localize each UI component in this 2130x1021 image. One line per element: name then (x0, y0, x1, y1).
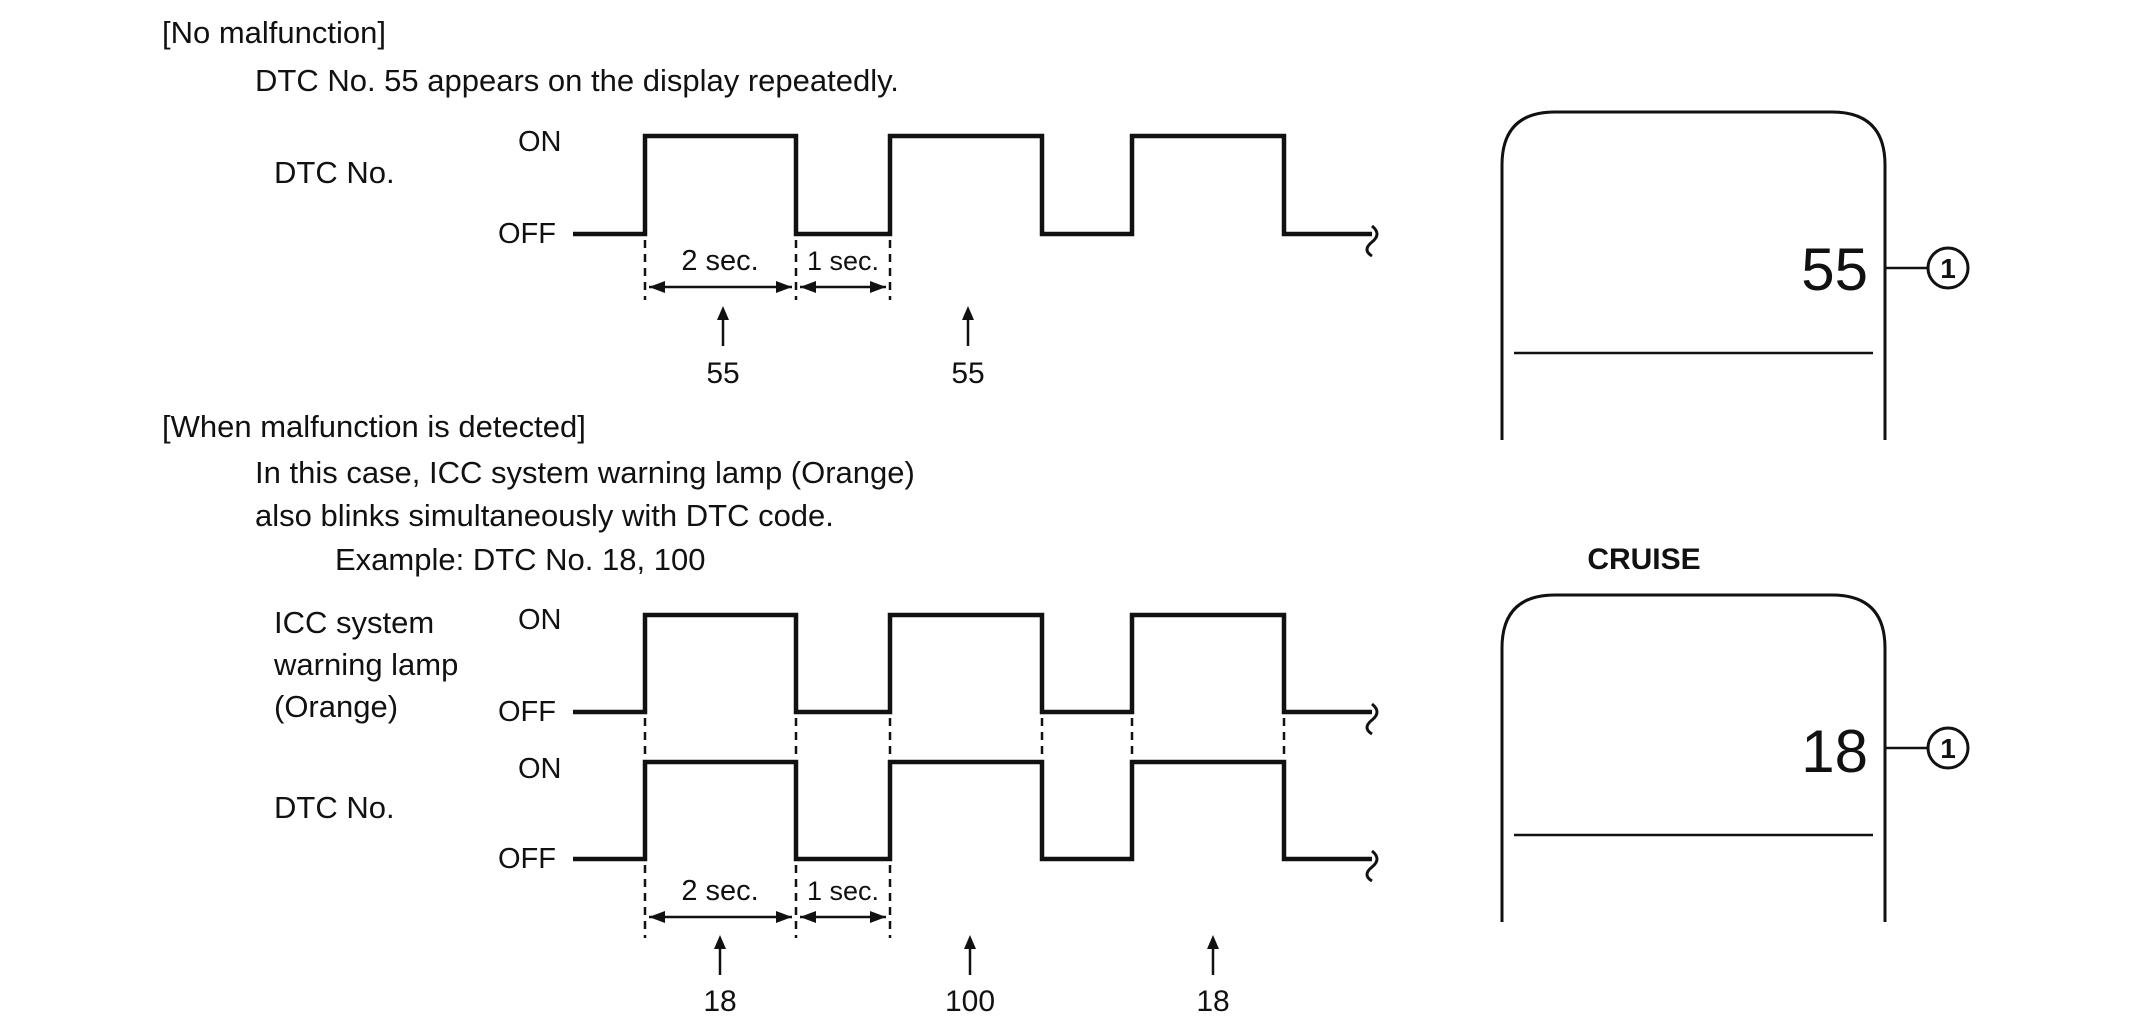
code-markers-bottom (714, 935, 1219, 975)
off-label-top: OFF (498, 218, 556, 250)
break-mark-lamp (1365, 702, 1379, 736)
code-label: 55 (706, 357, 739, 390)
no-malfunction-heading: [No malfunction] (162, 15, 386, 50)
dtc-waveform-top (573, 133, 1372, 237)
display-value-bottom: 18 (1801, 718, 1868, 785)
timing-arrowheads-bottom (649, 911, 886, 923)
break-mark-dtc (1365, 849, 1379, 883)
on-label-lamp: ON (518, 604, 562, 636)
lamp-label-line3: (Orange) (274, 689, 398, 724)
on-duration-bottom: 2 sec. (681, 875, 758, 907)
code-label: 55 (951, 357, 984, 390)
callout-label: 1 (1940, 253, 1956, 284)
off-duration-top: 1 sec. (807, 246, 879, 276)
malfunction-heading: [When malfunction is detected] (162, 409, 586, 444)
lamp-waveform (573, 612, 1372, 715)
display-panel-top: 55 1 (1500, 110, 1970, 440)
lamp-label-line1: ICC system (274, 605, 434, 640)
lamp-label-line2: warning lamp (273, 647, 458, 682)
off-label-lamp: OFF (498, 696, 556, 728)
display-value-top: 55 (1801, 236, 1868, 303)
off-duration-bottom: 1 sec. (807, 876, 879, 906)
on-label-top: ON (518, 126, 562, 158)
dtc-signal-label-top: DTC No. (274, 155, 395, 190)
example-text: Example: DTC No. 18, 100 (335, 542, 705, 577)
sync-guide-lines (643, 718, 1286, 756)
display-panel-bottom: 18 1 (1500, 593, 1970, 922)
code-label: 18 (703, 985, 736, 1018)
code-label: 100 (945, 985, 995, 1018)
callout-label: 1 (1940, 733, 1956, 764)
on-label-dtc: ON (518, 753, 562, 785)
no-malfunction-description: DTC No. 55 appears on the display repeat… (255, 63, 899, 98)
off-label-dtc: OFF (498, 843, 556, 875)
timing-arrowheads-top (649, 281, 886, 293)
on-duration-top: 2 sec. (681, 245, 758, 277)
code-markers-top (717, 306, 974, 346)
cruise-title: CRUISE (1587, 543, 1700, 576)
dtc-signal-label-bottom: DTC No. (274, 790, 395, 825)
break-mark-top (1365, 224, 1379, 258)
malfunction-description-line1: In this case, ICC system warning lamp (O… (255, 455, 915, 490)
dtc-waveform-bottom (573, 759, 1372, 862)
code-label: 18 (1196, 985, 1229, 1018)
malfunction-description-line2: also blinks simultaneously with DTC code… (255, 498, 834, 533)
